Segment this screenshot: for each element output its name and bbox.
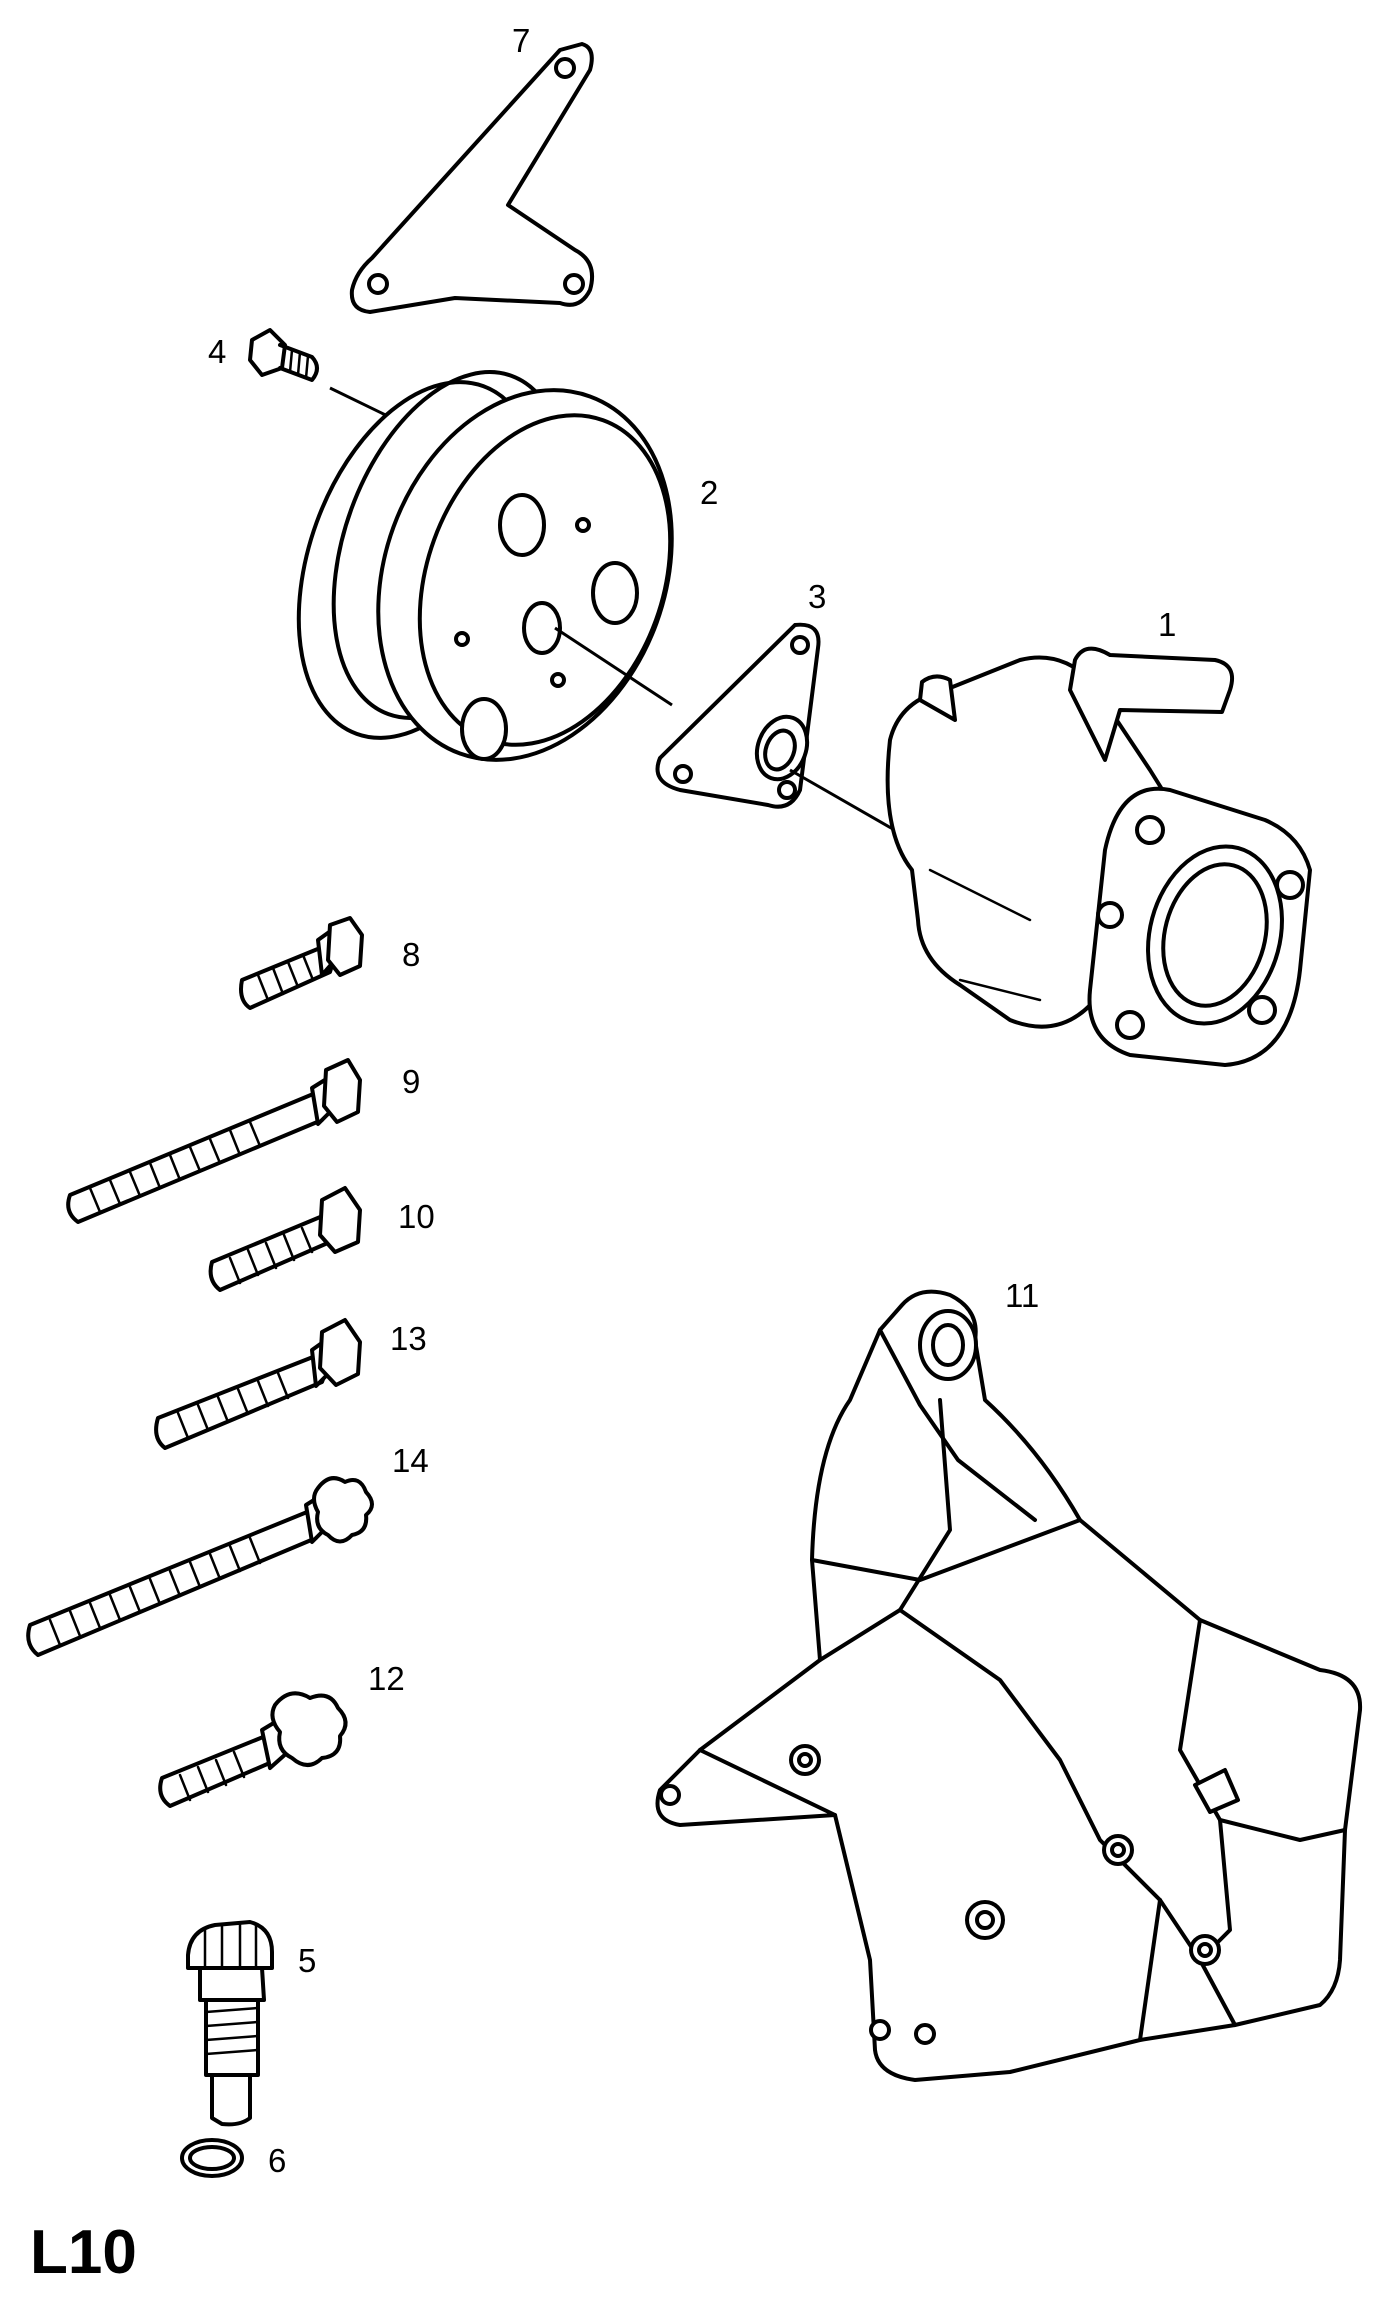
- callout-6: 6: [268, 2142, 286, 2179]
- callout-1: 1: [1158, 606, 1176, 643]
- callout-14: 14: [392, 1442, 429, 1479]
- callout-9: 9: [402, 1063, 420, 1100]
- part-6-sealing-ring: [180, 2138, 244, 2178]
- part-10-hex-bolt: [208, 1186, 362, 1292]
- page-code-label: L10: [30, 2218, 137, 2287]
- callout-2: 2: [700, 474, 718, 511]
- part-5-hollow-bolt: [186, 1920, 274, 2127]
- part-13-flange-bolt: [154, 1318, 362, 1450]
- part-4-small-bolt: [248, 328, 319, 382]
- callout-4: 4: [208, 333, 226, 370]
- part-1-steering-pump: [885, 646, 1312, 1067]
- callout-7: 7: [512, 22, 530, 59]
- callout-5: 5: [298, 1942, 316, 1979]
- callout-10: 10: [398, 1198, 435, 1235]
- part-12-torx-stud: [158, 1691, 348, 1808]
- callout-13: 13: [390, 1320, 427, 1357]
- part-7-bracket-plate: [349, 42, 595, 314]
- leader-part-2: [554, 626, 673, 707]
- part-14-torx-bolt: [26, 1476, 374, 1657]
- part-11-mounting-bracket: [655, 1289, 1363, 2082]
- callout-3: 3: [808, 578, 826, 615]
- callout-11: 11: [1005, 1277, 1039, 1314]
- part-3-gasket: [655, 622, 821, 809]
- callout-8: 8: [402, 936, 420, 973]
- part-2-pulley: [296, 370, 674, 762]
- part-9-long-bolt: [66, 1058, 362, 1224]
- part-8-flange-bolt: [239, 916, 364, 1010]
- callout-12: 12: [368, 1660, 405, 1697]
